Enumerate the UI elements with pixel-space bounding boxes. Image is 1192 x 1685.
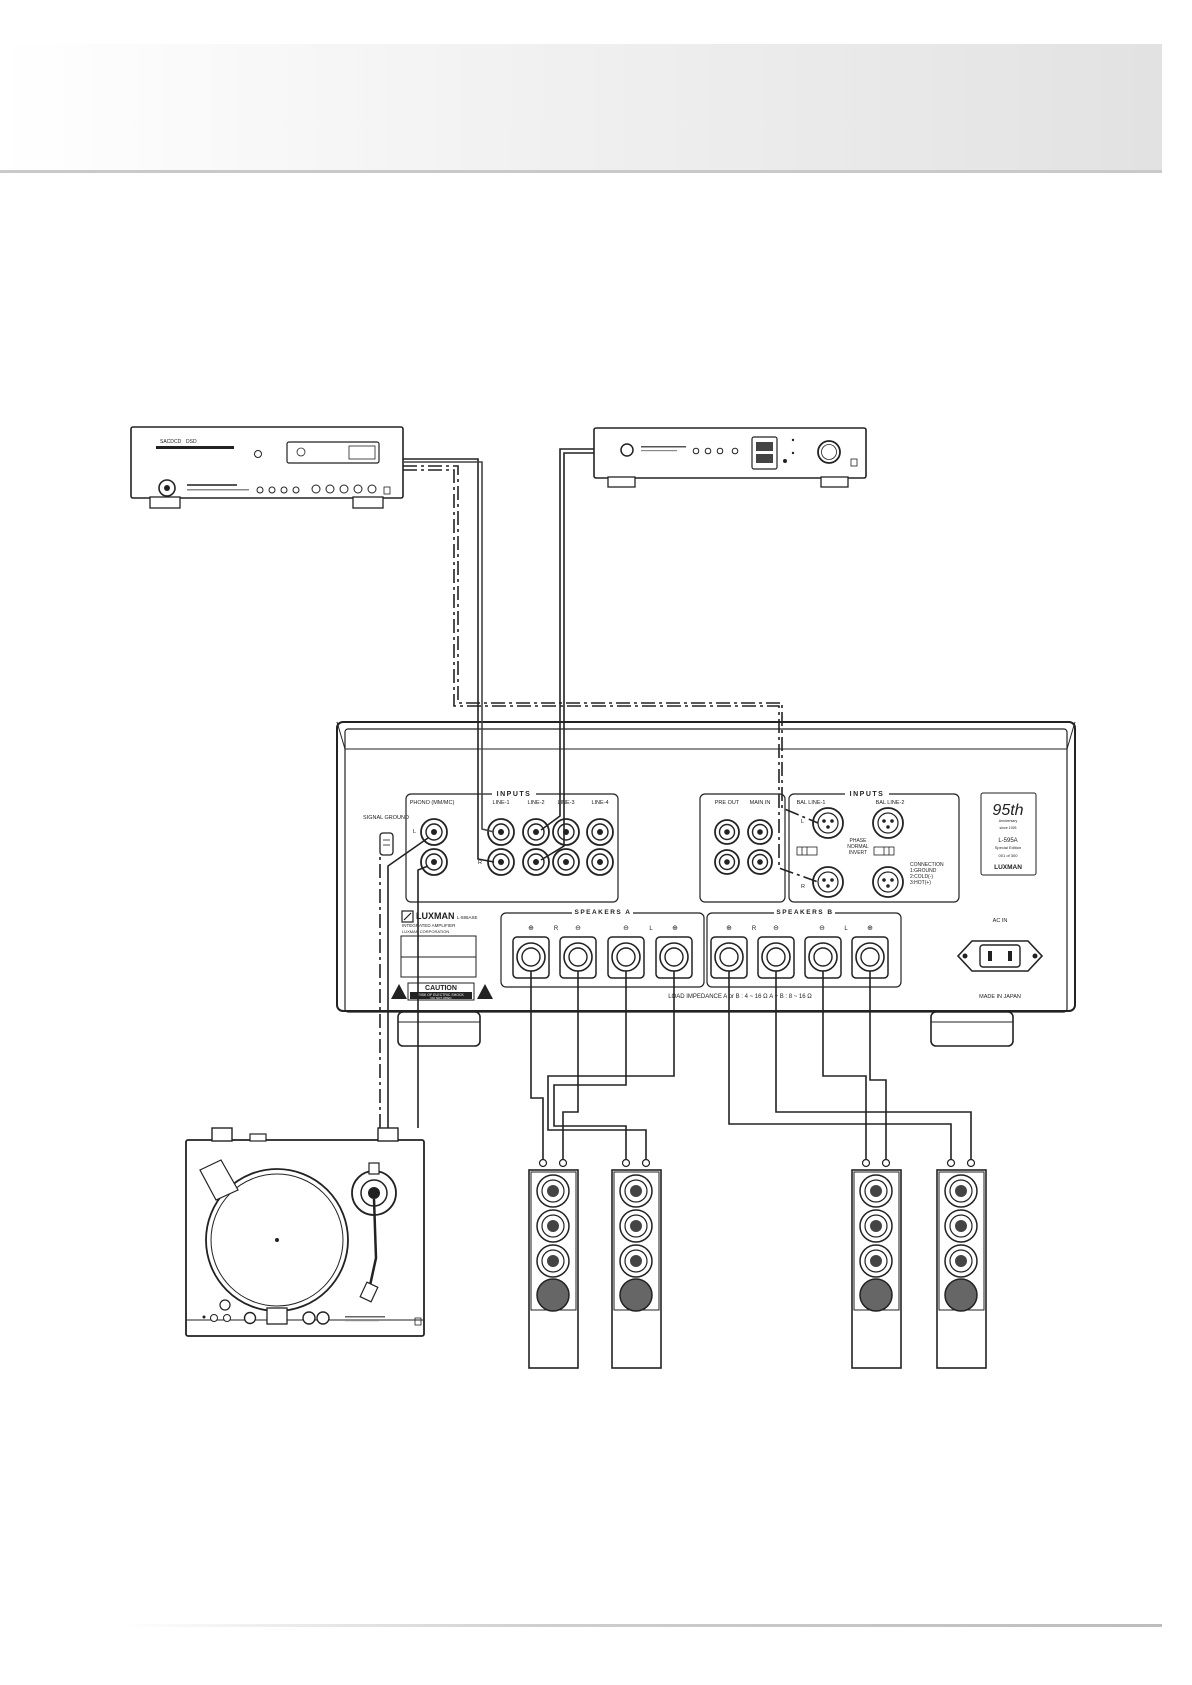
inputs-title-left: INPUTS [497, 791, 532, 798]
cable-spk-a-r-minus [562, 971, 579, 1160]
cd-label-cd: CD [174, 439, 182, 445]
spk-a-label-r: R [554, 926, 559, 932]
spk-b-label-r: R [752, 926, 757, 932]
brand-name: LUXMAN [416, 911, 455, 921]
invert-label: INVERT [849, 850, 867, 856]
cable-dac-rca [540, 448, 594, 831]
cable-dac-rca-2 [540, 452, 594, 861]
inputs-title-right: INPUTS [850, 791, 885, 798]
badge-95: 95th [992, 802, 1023, 819]
badge-since: since 1925 [1000, 826, 1017, 830]
turntable [185, 1127, 425, 1337]
corp-label: LUXMAN CORPORATION [402, 929, 449, 934]
spk-b-plus-r: ⊕ [726, 925, 732, 932]
bal-ch-r: R [801, 884, 805, 890]
badge-model: L-595A [998, 838, 1017, 844]
cable-spk-b-r-minus [775, 971, 972, 1160]
cable-cd-balanced [403, 465, 819, 824]
cable-spk-a-r-plus [530, 971, 544, 1160]
cable-spk-a-l-plus [547, 971, 675, 1160]
speaker-rear-l [936, 1158, 987, 1369]
phono-label: PHONO (MM/MC) [410, 800, 455, 806]
phase-label: PHASE [850, 838, 868, 844]
caution-line2: DO NOT OPEN [431, 996, 452, 1000]
line3-label: LINE-3 [557, 800, 574, 806]
main-in-label: MAIN IN [750, 800, 771, 806]
cable-spk-b-r-plus [728, 971, 952, 1160]
speakers-b-title: SPEAKERS B [776, 909, 833, 916]
pre-out-label: PRE OUT [715, 800, 740, 806]
caution-line1: RISK OF ELECTRIC SHOCK [418, 993, 464, 997]
dac-component [593, 427, 867, 488]
load-impedance-label: LOAD IMPEDANCE A or B : 4 ~ 16 Ω A + B :… [668, 994, 812, 1000]
spk-a-minus-r: ⊖ [575, 925, 581, 932]
line1-label: LINE-1 [492, 800, 509, 806]
rca-ch-l: L [413, 829, 416, 835]
cd-player: SACD CD DSD [130, 426, 404, 509]
badge-brand: LUXMAN [994, 864, 1022, 871]
normal-label: NORMAL [847, 844, 869, 850]
spk-a-label-l: L [649, 926, 653, 932]
cd-label-dsd: DSD [186, 439, 197, 445]
bal-line2-label: BAL LINE-2 [876, 800, 905, 806]
badge-serial: 001 of 300 [999, 853, 1019, 858]
signal-ground-label: SIGNAL GROUND [363, 815, 409, 821]
footer-rule [120, 1624, 1162, 1627]
svg-text:!: ! [484, 990, 487, 999]
cable-phono-rca-2 [417, 865, 429, 1128]
svg-text:!: ! [398, 990, 401, 999]
speakers-a-title: SPEAKERS A [574, 909, 631, 916]
bal-ch-l: L [801, 819, 804, 825]
made-in-japan-label: MADE IN JAPAN [979, 994, 1021, 1000]
cable-spk-a-l-minus [553, 971, 627, 1160]
spk-b-minus-r: ⊖ [773, 925, 779, 932]
cable-cd-rca-2 [403, 461, 495, 833]
line2-label: LINE-2 [527, 800, 544, 806]
connection-pin3: 3:HOT(+) [910, 880, 931, 886]
speaker-front-r [528, 1158, 579, 1369]
cable-cd-balanced-2 [403, 469, 819, 883]
line4-label: LINE-4 [591, 800, 608, 806]
cd-label-sacd: SACD [160, 439, 174, 445]
cable-spk-b-l-plus [869, 971, 887, 1160]
bal-line1-label: BAL LINE-1 [797, 800, 826, 806]
spk-a-plus-r: ⊕ [528, 925, 534, 932]
cable-cd-rca [403, 458, 495, 863]
caution-title: CAUTION [425, 985, 457, 992]
speaker-rear-r [851, 1158, 902, 1369]
cable-phono-rca [387, 837, 429, 1128]
cables [379, 448, 972, 1160]
header-band [0, 44, 1162, 173]
spk-b-plus-l: ⊕ [867, 925, 873, 932]
ac-in-label: AC IN [993, 918, 1008, 924]
amplifier-rear-panel: SIGNAL GROUND INPUTS PHONO (MM/MC) LINE-… [336, 721, 1076, 1047]
rca-ch-r: R [478, 860, 482, 866]
spk-a-plus-l: ⊕ [672, 925, 678, 932]
spk-b-minus-l: ⊖ [819, 925, 825, 932]
spk-b-label-l: L [844, 926, 848, 932]
badge-anniversary: Anniversary [999, 819, 1018, 823]
connection-pin2: 2:COLD(-) [910, 874, 933, 880]
badge-edition: Special Edition [995, 845, 1021, 850]
spk-a-minus-l: ⊖ [623, 925, 629, 932]
connection-pin1: 1:GROUND [910, 868, 937, 874]
brand-label: LUXMAN L-595ASE INTEGRATED AMPLIFIER LUX… [391, 910, 493, 1001]
anniversary-badge: 95th Anniversary since 1925 L-595A Speci… [980, 792, 1037, 876]
model-suffix: L-595ASE [457, 915, 478, 920]
integrated-amp-label: INTEGRATED AMPLIFIER [402, 923, 456, 928]
connection-label: CONNECTION [910, 862, 944, 868]
cable-spk-b-l-minus [822, 971, 867, 1160]
speaker-front-l [611, 1158, 662, 1369]
